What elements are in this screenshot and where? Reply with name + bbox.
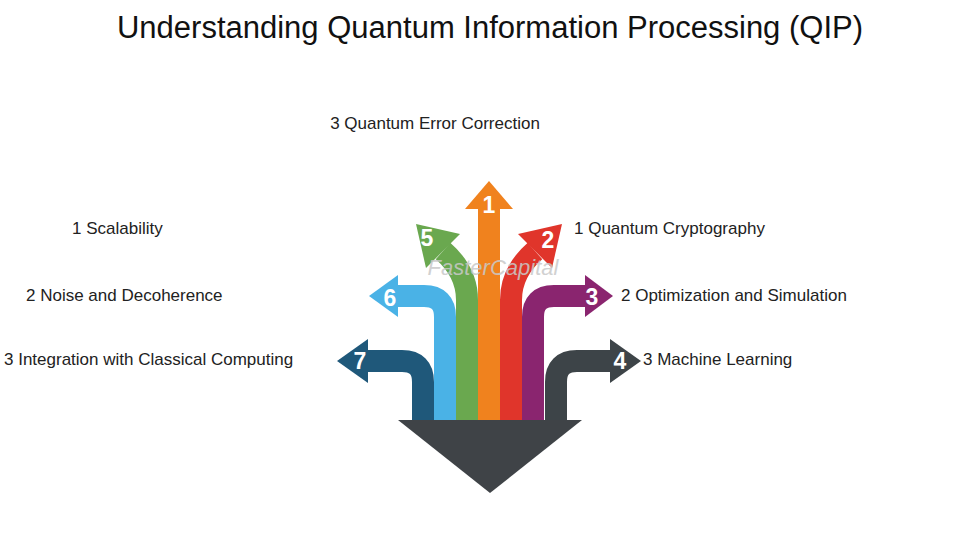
callout-number: 2 [542,227,555,254]
arrow-base [398,420,582,493]
category-label: 3 Quantum Error Correction [330,114,540,134]
arrow-band [368,361,423,426]
category-label: 2 Optimization and Simulation [621,286,847,306]
arrow-head [585,275,613,317]
callout-number: 4 [614,348,627,375]
callout-number: 1 [483,192,496,219]
diagram-title: Understanding Quantum Information Proces… [117,10,863,46]
arrow-band [556,361,612,426]
callout-number: 3 [586,284,599,311]
arrow-head [337,339,368,383]
arrow-band [478,206,500,426]
callout-number: 6 [384,285,397,312]
category-label: 3 Integration with Classical Computing [4,350,293,370]
watermark: FasterCapital [428,255,559,281]
arrow-band [533,296,587,426]
category-label: 3 Machine Learning [643,350,792,370]
callout-number: 7 [354,348,367,375]
arrow-band [397,296,445,426]
arrow-head [369,275,398,317]
category-label: 2 Noise and Decoherence [26,286,223,306]
arrow-head [610,339,641,383]
callout-number: 5 [421,225,434,252]
category-label: 1 Quantum Cryptography [574,219,765,239]
category-label: 1 Scalability [72,219,163,239]
arrow-bands [368,206,612,426]
